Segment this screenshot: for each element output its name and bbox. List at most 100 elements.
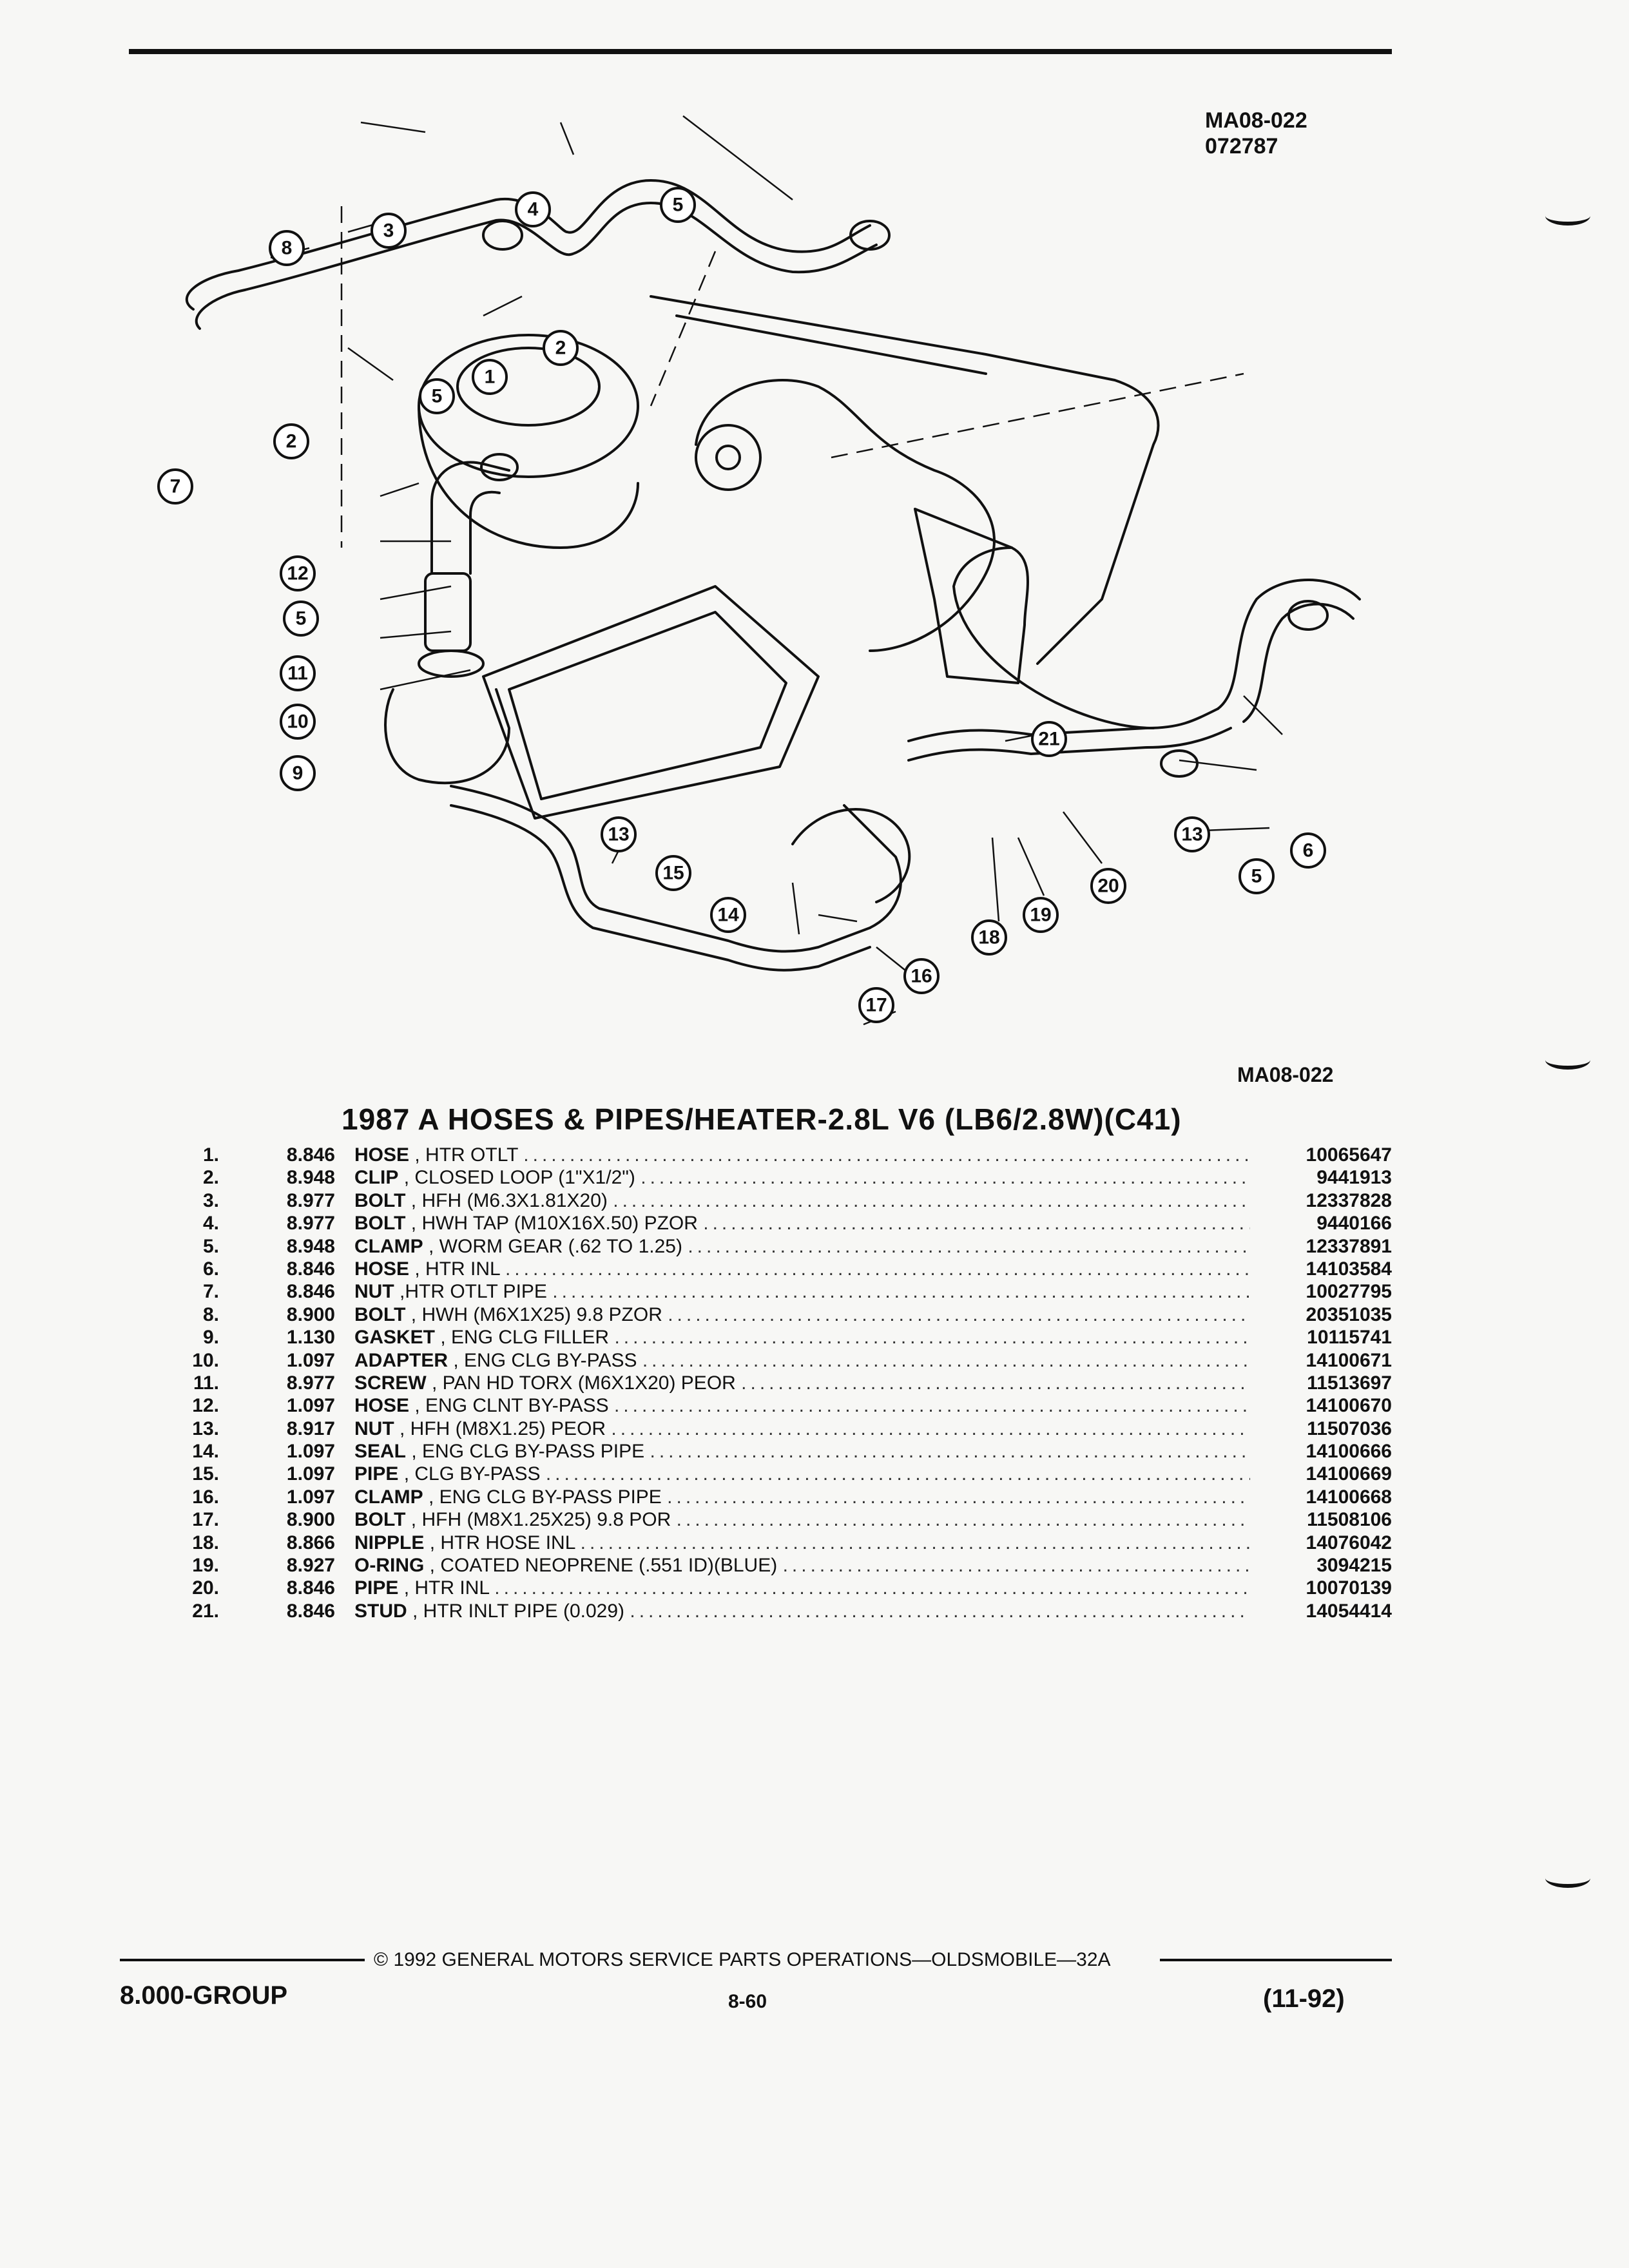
part-detail: , ENG CLG BY-PASS PIPE: [411, 1441, 645, 1463]
group-label: 8.000-GROUP: [120, 1981, 288, 2010]
leader-dots: ........................................…: [505, 1258, 1250, 1280]
item-number: 12.: [192, 1395, 219, 1417]
group-number: 8.866: [286, 1532, 335, 1553]
group-number: 8.948: [286, 1235, 335, 1257]
part-description: PIPE , CLG BY-PASS .....................…: [354, 1463, 1250, 1485]
part-name: PIPE: [354, 1577, 399, 1599]
leader-dots: ........................................…: [782, 1555, 1250, 1577]
part-description: NIPPLE , HTR HOSE INL ..................…: [354, 1532, 1250, 1554]
figure-id-bottom: MA08-022: [1237, 1063, 1334, 1086]
item-number: 20.: [192, 1577, 219, 1599]
part-number: 14100669: [1306, 1463, 1392, 1485]
binder-mark-2: [1545, 1050, 1590, 1070]
item-number: 14.: [192, 1441, 219, 1463]
parts-row: 7. 8.846 NUT ,HTR OTLT PIPE ..............…: [161, 1280, 1392, 1303]
group-number: 8.846: [286, 1281, 335, 1303]
heater-outlet-hose: [185, 179, 871, 311]
part-detail: , HTR INLT PIPE (0.029): [412, 1600, 625, 1622]
callout-13: 13: [601, 816, 637, 852]
group-number: 8.900: [286, 1509, 335, 1531]
callout-19: 19: [1023, 897, 1059, 933]
svg-text:5: 5: [673, 195, 684, 216]
leader-dots: ........................................…: [611, 1418, 1250, 1439]
page-number: 8-60: [728, 1991, 767, 2012]
part-detail: ,HTR OTLT PIPE: [400, 1281, 547, 1303]
svg-text:19: 19: [1030, 905, 1051, 926]
part-detail: , ENG CLG BY-PASS PIPE: [429, 1486, 662, 1508]
group-number: 8.977: [286, 1372, 335, 1394]
part-name: BOLT: [354, 1213, 406, 1235]
part-number: 10070139: [1306, 1577, 1392, 1599]
svg-text:5: 5: [296, 608, 307, 629]
leader-dots: ........................................…: [741, 1372, 1250, 1394]
part-description: BOLT , HWH TAP (M10X16X.50) PZOR .......…: [354, 1212, 1250, 1235]
part-name: CLAMP: [354, 1235, 423, 1257]
part-description: CLAMP , WORM GEAR (.62 TO 1.25) ........…: [354, 1235, 1250, 1258]
leader-dots: ........................................…: [630, 1600, 1250, 1622]
item-number: 21.: [192, 1600, 219, 1622]
leader-dots: ........................................…: [650, 1441, 1250, 1463]
svg-text:1: 1: [485, 367, 496, 388]
heater-case: [695, 379, 996, 652]
part-name: GASKET: [354, 1327, 436, 1349]
callout-14: 14: [710, 897, 746, 933]
callout-1: 1: [472, 359, 508, 395]
svg-text:18: 18: [978, 927, 999, 948]
item-number: 3.: [202, 1189, 219, 1211]
svg-text:20: 20: [1097, 876, 1119, 897]
leader-dots: ........................................…: [668, 1303, 1250, 1325]
svg-text:10: 10: [287, 711, 308, 733]
group-number: 8.846: [286, 1577, 335, 1599]
group-number: 8.917: [286, 1418, 335, 1439]
leader-dots: ........................................…: [688, 1235, 1250, 1257]
figure-id-top: MA08-022: [1205, 108, 1307, 133]
group-number: 1.097: [286, 1441, 335, 1463]
leader-dots: ........................................…: [613, 1189, 1250, 1211]
callout-2: 2: [543, 330, 579, 366]
part-description: BOLT , HFH (M8X1.25X25) 9.8 POR ........…: [354, 1508, 1250, 1531]
part-number: 14103584: [1306, 1258, 1392, 1280]
item-number: 4.: [202, 1213, 219, 1235]
part-number: 11513697: [1307, 1372, 1392, 1394]
top-rule: [129, 49, 1392, 54]
heater-inlet-pipe: [907, 707, 1219, 742]
group-number: 8.846: [286, 1144, 335, 1166]
item-number: 7.: [202, 1281, 219, 1303]
part-detail: , HWH (M6X1X25) 9.8 PZOR: [410, 1303, 662, 1325]
svg-text:3: 3: [383, 220, 394, 242]
item-number: 10.: [192, 1349, 219, 1371]
part-name: NIPPLE: [354, 1532, 425, 1553]
callout-9: 9: [280, 755, 316, 791]
leader-dots: ........................................…: [667, 1486, 1250, 1508]
part-detail: , HWH TAP (M10X16X.50) PZOR: [410, 1213, 698, 1235]
exploded-parts-diagram: 1 2 2 3 4 5 5 5 5 6 7 8 9 10 11 12 13 13…: [157, 115, 1361, 1026]
group-number: 8.900: [286, 1303, 335, 1325]
part-description: SCREW , PAN HD TORX (M6X1X20) PEOR .....…: [354, 1372, 1250, 1394]
leader-dots: ........................................…: [523, 1144, 1250, 1166]
part-description: NUT ,HTR OTLT PIPE .....................…: [354, 1280, 1250, 1303]
svg-text:16: 16: [911, 966, 932, 987]
part-number: 12337828: [1306, 1189, 1392, 1211]
part-number: 14054414: [1306, 1600, 1392, 1622]
figure-date-code: 072787: [1205, 134, 1278, 159]
leader-dots: ........................................…: [552, 1281, 1250, 1303]
group-number: 8.977: [286, 1213, 335, 1235]
part-detail: , HFH (M8X1.25) PEOR: [400, 1418, 606, 1439]
page-title: 1987 A HOSES & PIPES/HEATER-2.8L V6 (LB6…: [342, 1102, 1182, 1136]
group-number: 8.846: [286, 1600, 335, 1622]
callout-17: 17: [858, 987, 894, 1023]
part-number: 11507036: [1307, 1418, 1392, 1439]
part-number: 20351035: [1306, 1303, 1392, 1325]
part-detail: , HTR INL: [414, 1258, 500, 1280]
item-number: 19.: [192, 1555, 219, 1577]
